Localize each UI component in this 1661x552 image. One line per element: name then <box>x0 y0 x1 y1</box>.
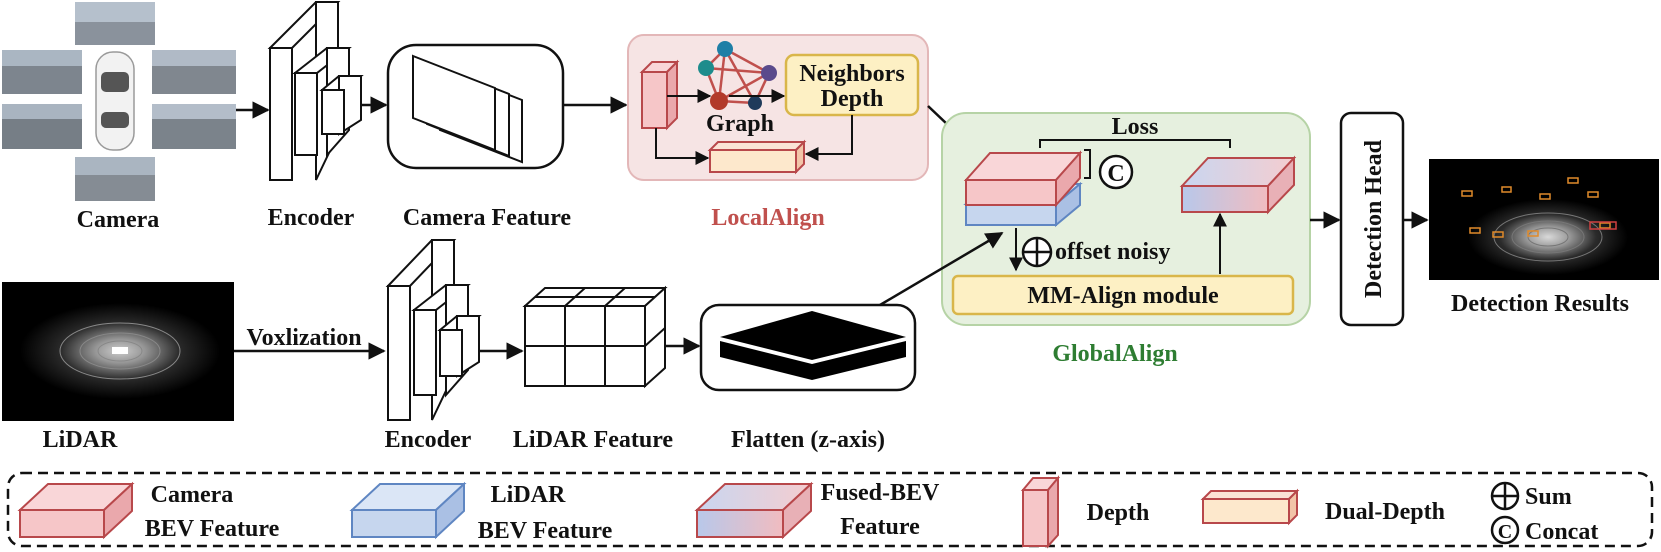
legend-fused-bev-line2: Feature <box>840 514 920 540</box>
legend-dual-depth-swatch <box>1200 488 1300 526</box>
lidar-feature-voxels <box>522 285 668 389</box>
global-align-label: GlobalAlign <box>1052 341 1177 367</box>
global-align-block: Loss C offset noisy <box>941 112 1311 326</box>
camera-feature-label: Camera Feature <box>403 205 572 231</box>
legend-fused-bev-swatch <box>694 481 814 540</box>
lidar-label: LiDAR <box>43 427 118 453</box>
mm-align-module-label: MM-Align module <box>1027 283 1219 309</box>
mm-align-module <box>951 274 1295 316</box>
loss-label: Loss <box>1112 114 1159 140</box>
offset-noisy-label: offset noisy <box>1055 239 1170 265</box>
legend-camera-bev-line1: Camera <box>151 482 234 508</box>
graph-label: Graph <box>706 111 774 137</box>
local-align-label: LocalAlign <box>711 205 824 231</box>
sum-icon <box>1021 236 1053 268</box>
legend-dual-depth-label: Dual-Depth <box>1325 499 1445 525</box>
svg-text:C: C <box>1498 521 1512 543</box>
legend-concat-label: Concat <box>1525 519 1598 545</box>
legend-camera-bev-swatch <box>17 481 135 540</box>
lidar-input-image <box>2 282 234 421</box>
lidar-encoder <box>385 239 482 421</box>
camera-input <box>2 2 236 201</box>
legend-depth-swatch <box>1020 475 1061 549</box>
lidar-feature-label: LiDAR Feature <box>513 427 674 453</box>
stacked-bev-features <box>963 150 1083 228</box>
graph-network <box>698 41 777 110</box>
legend-camera-bev-line2: BEV Feature <box>145 516 280 542</box>
detection-results-label: Detection Results <box>1451 291 1629 317</box>
legend-concat-icon: C <box>1490 515 1520 545</box>
encoder-bottom-label: Encoder <box>385 427 472 453</box>
legend-lidar-bev-line1: LiDAR <box>491 482 566 508</box>
legend-sum-icon <box>1490 481 1520 511</box>
camera-label: Camera <box>77 207 160 233</box>
voxlization-label: Voxlization <box>246 325 361 351</box>
legend: Camera BEV Feature LiDAR BEV Feature Fus… <box>6 471 1654 549</box>
concat-icon: C <box>1098 154 1134 190</box>
camera-feature-box <box>386 43 565 170</box>
flatten-label: Flatten (z-axis) <box>731 427 885 453</box>
svg-text:C: C <box>1107 161 1124 187</box>
legend-fused-bev-line1: Fused-BEV <box>821 480 940 506</box>
legend-depth-label: Depth <box>1087 500 1150 526</box>
neighbors-depth-line2: Depth <box>821 86 884 112</box>
dual-depth-block <box>707 139 807 175</box>
detection-results-image <box>1429 159 1659 280</box>
detection-boxes <box>1461 177 1611 238</box>
fused-bev-feature <box>1179 155 1297 215</box>
legend-sum-label: Sum <box>1525 484 1572 510</box>
flatten-box <box>699 303 917 392</box>
ego-car-icon <box>95 51 135 151</box>
legend-lidar-bev-line2: BEV Feature <box>478 518 613 544</box>
camera-encoder <box>267 0 364 181</box>
encoder-top-label: Encoder <box>268 205 355 231</box>
local-align-block: Graph Neighbors Depth <box>627 34 929 181</box>
detection-head-label: Detection Head <box>1361 139 1387 298</box>
depth-block <box>639 59 680 131</box>
legend-lidar-bev-swatch <box>349 481 467 540</box>
neighbors-depth-line1: Neighbors <box>799 61 904 87</box>
